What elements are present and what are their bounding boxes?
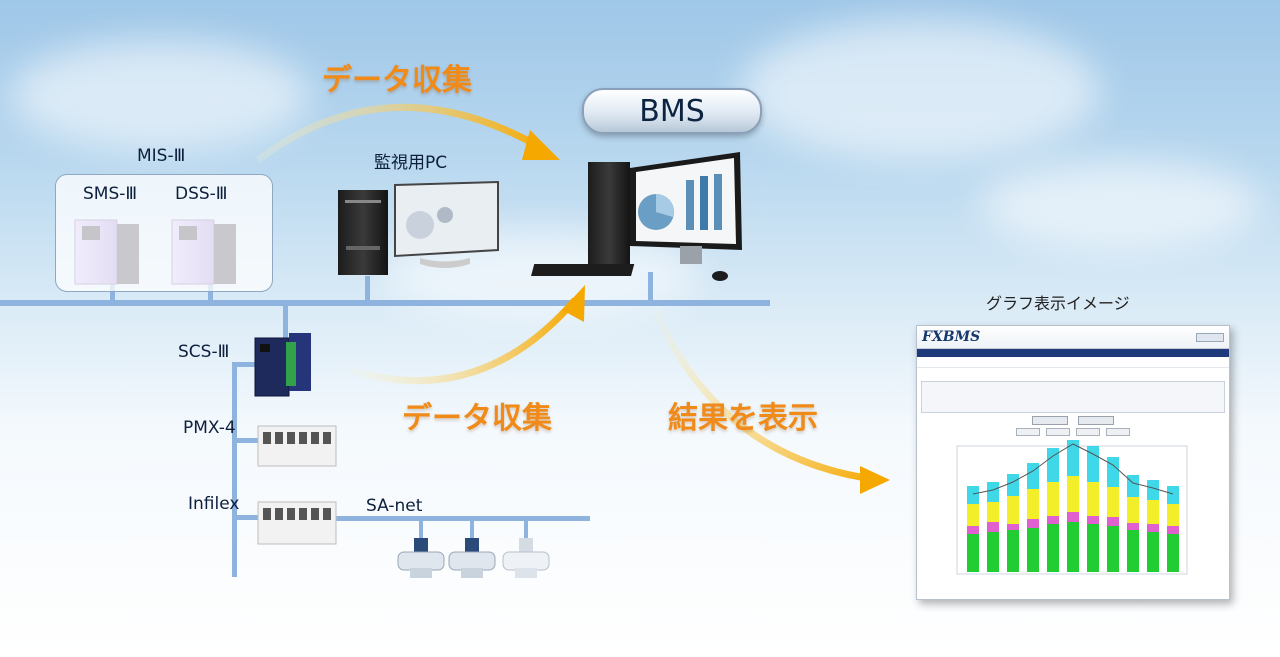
scs-device — [254, 333, 311, 397]
valve-2 — [448, 538, 496, 578]
graph-screenshot: FXBMS — [916, 325, 1230, 600]
mini-chart-bar-segment — [1047, 516, 1059, 524]
dss-label: DSS-Ⅲ — [175, 184, 228, 204]
mini-chart-bar-segment — [1147, 480, 1159, 500]
pmx-device — [257, 425, 337, 467]
mini-chart-bar-segment — [1167, 504, 1179, 526]
mini-chart-bar-segment — [967, 534, 979, 572]
screen-button — [1078, 416, 1114, 425]
mini-chart-bar-segment — [1027, 463, 1039, 489]
mini-chart-bar-segment — [1087, 516, 1099, 524]
mini-chart-bar-segment — [1087, 446, 1099, 482]
screen-tabs — [917, 428, 1229, 436]
mini-chart-bar-segment — [1067, 476, 1079, 512]
field-bus-line — [232, 362, 237, 577]
screen-tab — [1046, 428, 1070, 436]
mini-chart-bar-segment — [1147, 524, 1159, 532]
mini-chart-bar-segment — [1007, 530, 1019, 572]
show-result-label: 結果を表示 — [668, 401, 818, 436]
mini-chart-bar-segment — [967, 504, 979, 526]
logout-button — [1196, 332, 1224, 342]
mini-chart-bar-segment — [967, 486, 979, 504]
mini-chart-bar-segment — [1107, 526, 1119, 572]
mini-chart-bar-segment — [1067, 512, 1079, 522]
mini-chart-bar-segment — [1007, 496, 1019, 524]
mini-chart-bar-segment — [1027, 489, 1039, 519]
collect-top-label: データ収集 — [322, 63, 472, 98]
valve-1 — [397, 538, 445, 578]
screen-breadcrumb — [917, 357, 1229, 368]
mini-chart-bar-segment — [1147, 500, 1159, 524]
main-network-line — [0, 300, 770, 306]
mini-chart-bar-segment — [1127, 475, 1139, 497]
mini-chart-bar-segment — [1087, 524, 1099, 572]
arrow-show-result — [651, 308, 881, 484]
sanet-line — [330, 516, 590, 521]
mini-chart-bar-segment — [1167, 534, 1179, 572]
graph-caption: グラフ表示イメージ — [986, 294, 1130, 313]
mini-chart-bar-segment — [1047, 448, 1059, 482]
mini-chart-bar-segment — [1047, 482, 1059, 516]
mini-chart-bar-segment — [1007, 474, 1019, 496]
mis-label: MIS-Ⅲ — [137, 146, 186, 166]
mini-chart-bar-segment — [1067, 522, 1079, 572]
monitor-pc-device — [338, 180, 499, 275]
mini-chart-bar-segment — [987, 502, 999, 522]
screen-tab — [1016, 428, 1040, 436]
bms-label: BMS — [639, 93, 705, 129]
mini-chart-bar-segment — [1107, 487, 1119, 517]
mini-chart-bar-segment — [987, 532, 999, 572]
screen-buttons — [917, 416, 1229, 425]
screen-header: FXBMS — [917, 326, 1229, 349]
sanet-label: SA-net — [366, 496, 423, 516]
mini-chart-bar-segment — [1027, 519, 1039, 528]
sms-label: SMS-Ⅲ — [83, 184, 138, 204]
mini-chart — [956, 440, 1188, 575]
valve-3 — [502, 538, 550, 578]
mini-chart-bar-segment — [987, 522, 999, 532]
screen-tab — [1106, 428, 1130, 436]
mini-chart-bar-segment — [1127, 497, 1139, 523]
screen-menu-bar — [917, 349, 1229, 357]
mini-chart-bar-segment — [1087, 482, 1099, 516]
mini-chart-bar-segment — [1127, 523, 1139, 530]
scs-label: SCS-Ⅲ — [178, 342, 230, 362]
infilex-label: Infilex — [188, 494, 240, 514]
mini-chart-bar-segment — [1147, 532, 1159, 572]
mini-chart-bar-segment — [1107, 517, 1119, 526]
mini-chart-bar-segment — [1167, 486, 1179, 504]
mis-group-box — [55, 174, 273, 292]
mini-chart-bar-segment — [1107, 457, 1119, 487]
monitor-pc-label: 監視用PC — [374, 153, 448, 173]
mini-chart-bar-segment — [1127, 530, 1139, 572]
mini-chart-bar-segment — [1027, 528, 1039, 572]
mini-chart-bar-segment — [1007, 524, 1019, 530]
bms-pill: BMS — [582, 88, 762, 134]
screen-title — [917, 368, 1229, 379]
arrow-collect-bottom — [348, 297, 578, 385]
mini-chart-bar-segment — [1047, 524, 1059, 572]
screen-tab — [1076, 428, 1100, 436]
pmx-label: PMX-4 — [183, 418, 236, 438]
infilex-device — [257, 501, 337, 545]
mini-chart-bar-segment — [1167, 526, 1179, 534]
arrow-collect-top — [255, 103, 547, 163]
screen-form — [921, 381, 1225, 413]
mini-chart-bar-segment — [1067, 440, 1079, 476]
screen-button — [1032, 416, 1068, 425]
screen-logo: FXBMS — [922, 329, 981, 345]
mini-chart-bar-segment — [967, 526, 979, 534]
collect-bottom-label: データ収集 — [402, 401, 552, 436]
bms-workstation — [531, 152, 742, 281]
mini-chart-bar-segment — [987, 482, 999, 502]
